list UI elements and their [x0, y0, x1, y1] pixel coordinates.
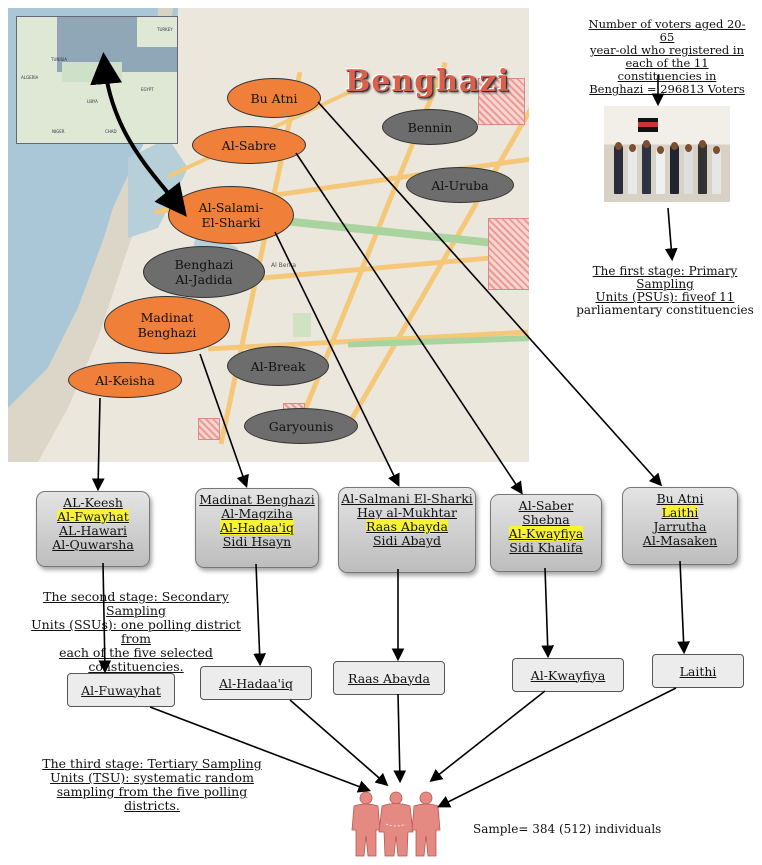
map-place-label: Al Berka — [271, 262, 296, 269]
district-box: Bu Atni Laithi Jarrutha Al-Masaken — [622, 487, 738, 565]
selected-district-box: Laithi — [652, 654, 744, 688]
people-icon — [351, 791, 441, 857]
map-title: Benghazi — [345, 64, 510, 99]
constituency-oval: Al-Uruba — [406, 167, 514, 203]
inset-label: TURKEY — [157, 27, 173, 32]
selected-district-box: Al-Fuwayhat — [67, 673, 175, 707]
voters-note: Number of voters aged 20-65 year-old who… — [588, 17, 746, 96]
district-box: Al-Saber Shebna Al-Kwayfiya Sidi Khalifa — [490, 494, 602, 572]
district-box: Al-Salmani El-Sharki Hay al-Mukhtar Raas… — [338, 487, 476, 573]
selected-district-box: Al-Hadaa'iq — [200, 666, 312, 700]
second-stage-text: The second stage: Secondary Sampling Uni… — [31, 589, 241, 674]
constituency-oval: Al-Break — [227, 346, 329, 386]
constituency-oval: Benghazi Al-Jadida — [143, 246, 265, 298]
inset-label: TUNISIA — [51, 57, 67, 62]
voters-photo — [604, 106, 730, 202]
selected-district-box: Al-Kwayfiya — [512, 658, 624, 692]
constituency-oval: Madinat Benghazi — [104, 296, 230, 354]
first-stage-text: The first stage: Primary Sampling Units … — [576, 264, 754, 317]
third-stage-text: The third stage: Tertiary Sampling Units… — [42, 756, 262, 813]
inset-label: ALGERIA — [21, 75, 39, 80]
constituency-oval: Al-Sabre — [192, 126, 306, 164]
constituency-oval: Bennin — [382, 109, 478, 145]
constituency-oval: Garyounis — [244, 408, 358, 444]
constituency-oval: Al-Salami- El-Sharki — [168, 186, 294, 244]
district-box: Madinat Benghazi Al-Magziha Al-Hadaa'iq … — [195, 488, 319, 568]
sample-size-label: Sample= 384 (512) individuals — [473, 822, 662, 836]
selected-district-box: Raas Abayda — [333, 661, 445, 695]
inset-label: NIGER — [52, 129, 65, 134]
district-box: AL-Keesh Al-Fwayhat AL-Hawari Al-Quwarsh… — [36, 491, 150, 567]
constituency-oval: Bu Atni — [227, 78, 321, 118]
constituency-oval: Al-Keisha — [68, 362, 182, 398]
